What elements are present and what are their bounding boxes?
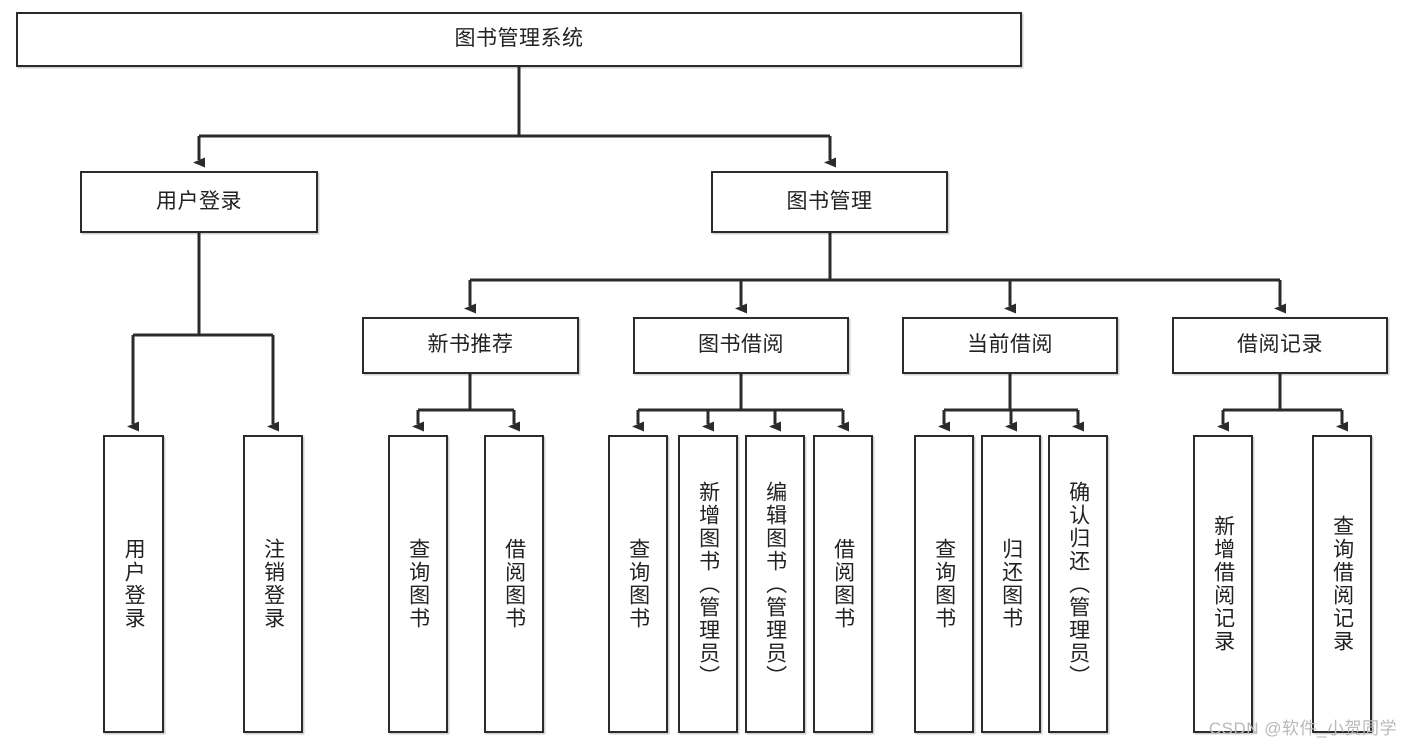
node-book-management[interactable]: 图书管理 [711,171,948,233]
leaf-borrow-book-recommend-label: 借阅图书 [502,538,526,630]
node-user-login[interactable]: 用户登录 [80,171,318,233]
leaf-return-book-label: 归还图书 [999,538,1023,630]
leaf-return-book[interactable]: 归还图书 [981,435,1041,733]
leaf-user-login-label: 用户登录 [122,538,146,630]
leaf-confirm-return-admin[interactable]: 确认归还（管理员） [1048,435,1108,733]
node-new-book-recommend-label: 新书推荐 [427,333,514,357]
leaf-borrow-book[interactable]: 借阅图书 [813,435,873,733]
node-new-book-recommend[interactable]: 新书推荐 [362,317,579,374]
leaf-add-book-admin-label: 新增图书（管理员） [696,480,720,688]
leaf-search-book-recommend[interactable]: 查询图书 [388,435,448,733]
node-borrow-record[interactable]: 借阅记录 [1172,317,1388,374]
leaf-edit-book-admin[interactable]: 编辑图书（管理员） [745,435,805,733]
leaf-borrow-book-label: 借阅图书 [831,538,855,630]
leaf-borrow-book-recommend[interactable]: 借阅图书 [484,435,544,733]
leaf-search-book-recommend-label: 查询图书 [406,538,430,630]
node-root-label: 图书管理系统 [454,27,584,51]
leaf-add-borrow-record[interactable]: 新增借阅记录 [1193,435,1253,733]
leaf-user-login[interactable]: 用户登录 [103,435,164,733]
node-book-borrow-label: 图书借阅 [698,333,784,357]
node-user-login-label: 用户登录 [156,189,242,213]
node-root[interactable]: 图书管理系统 [16,12,1022,67]
node-book-borrow[interactable]: 图书借阅 [633,317,849,374]
leaf-search-book-current[interactable]: 查询图书 [914,435,974,733]
leaf-add-book-admin[interactable]: 新增图书（管理员） [678,435,738,733]
leaf-confirm-return-admin-label: 确认归还（管理员） [1066,480,1090,688]
leaf-search-book-current-label: 查询图书 [932,538,956,630]
leaf-search-borrow-record[interactable]: 查询借阅记录 [1312,435,1372,733]
leaf-add-borrow-record-label: 新增借阅记录 [1211,515,1235,653]
node-borrow-record-label: 借阅记录 [1237,333,1323,357]
watermark: CSDN @软件_小贺同学 [1208,719,1397,738]
node-current-borrow-label: 当前借阅 [967,333,1053,357]
leaf-logout[interactable]: 注销登录 [243,435,303,733]
leaf-search-book-borrow-label: 查询图书 [626,538,650,630]
leaf-search-borrow-record-label: 查询借阅记录 [1330,515,1354,653]
node-book-management-label: 图书管理 [786,189,873,213]
leaf-logout-label: 注销登录 [261,538,285,630]
leaf-search-book-borrow[interactable]: 查询图书 [608,435,668,733]
leaf-edit-book-admin-label: 编辑图书（管理员） [763,480,787,688]
node-current-borrow[interactable]: 当前借阅 [902,317,1118,374]
